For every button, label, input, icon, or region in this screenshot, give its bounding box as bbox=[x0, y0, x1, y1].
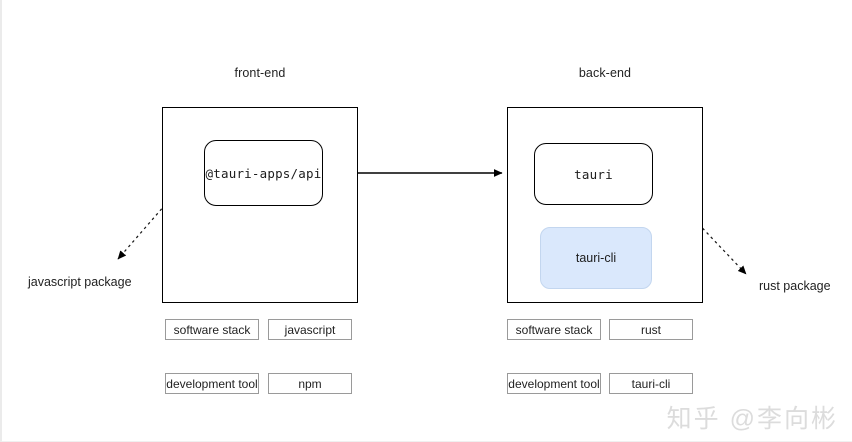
tag-label-javascript: javascript bbox=[284, 322, 336, 337]
group-title-back-end: back-end bbox=[578, 66, 632, 80]
tag-software-stack-left: software stack bbox=[165, 319, 259, 340]
group-title-front-end: front-end bbox=[234, 66, 286, 80]
node-label-tauri-cli: tauri-cli bbox=[575, 251, 617, 265]
tag-label-npm: npm bbox=[298, 376, 322, 391]
tag-label-software-stack-right: software stack bbox=[515, 322, 593, 337]
node-tauri[interactable]: tauri bbox=[534, 143, 653, 205]
node-tauri-cli[interactable]: tauri-cli bbox=[540, 227, 652, 289]
tag-label-development-tool-left: development tool bbox=[166, 376, 258, 391]
tag-development-tool-right: development tool bbox=[507, 373, 601, 394]
watermark: 知乎 @李向彬 bbox=[666, 405, 838, 433]
caption-rust-package: rust package bbox=[759, 279, 831, 293]
tag-javascript: javascript bbox=[268, 319, 352, 340]
tag-tauri-cli-right: tauri-cli bbox=[609, 373, 693, 394]
tag-label-rust: rust bbox=[640, 322, 661, 337]
tag-label-development-tool-right: development tool bbox=[508, 376, 600, 391]
tag-npm: npm bbox=[268, 373, 352, 394]
node-tauri-apps-api[interactable]: @tauri-apps/api bbox=[204, 140, 323, 206]
tag-label-tauri-cli-right: tauri-cli bbox=[631, 376, 671, 391]
tag-development-tool-left: development tool bbox=[165, 373, 259, 394]
tag-rust: rust bbox=[609, 319, 693, 340]
tag-software-stack-right: software stack bbox=[507, 319, 601, 340]
node-label-tauri: tauri bbox=[574, 166, 613, 182]
tag-label-software-stack-left: software stack bbox=[173, 322, 251, 337]
node-label-tauri-apps-api: @tauri-apps/api bbox=[205, 165, 322, 181]
caption-javascript-package: javascript package bbox=[28, 275, 132, 289]
